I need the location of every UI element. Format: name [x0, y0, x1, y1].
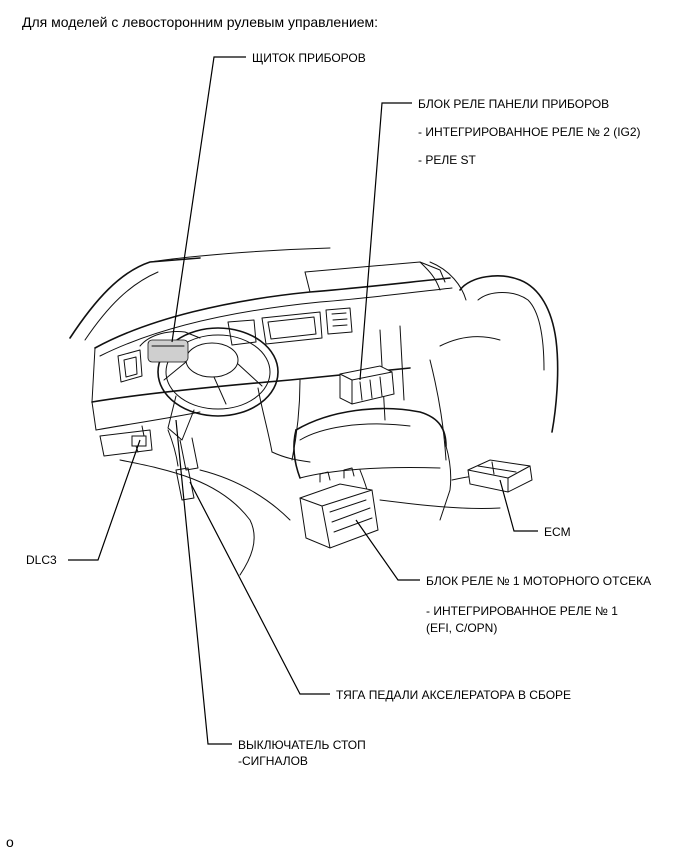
leader-combination-meter — [171, 56, 246, 343]
label-ip-relay-block: БЛОК РЕЛЕ ПАНЕЛИ ПРИБОРОВ — [418, 97, 610, 111]
dashboard-drawing — [69, 247, 559, 576]
label-engine-relay-block: БЛОК РЕЛЕ № 1 МОТОРНОГО ОТСЕКА — [426, 574, 652, 588]
leader-dlc3 — [68, 439, 141, 561]
label-stop-switch-line1: ВЫКЛЮЧАТЕЛЬ СТОП — [238, 738, 366, 752]
label-ip-relay-st: - РЕЛЕ ST — [418, 153, 476, 167]
leader-engine-relay — [355, 519, 420, 581]
label-engine-relay-detail: (EFI, C/OPN) — [426, 621, 498, 635]
label-combination-meter: ЩИТОК ПРИБОРОВ — [252, 51, 366, 65]
leader-stop-switch — [175, 419, 232, 745]
leader-accel-pedal — [189, 481, 330, 695]
label-engine-relay-integrated: - ИНТЕГРИРОВАННОЕ РЕЛЕ № 1 — [426, 604, 618, 618]
leader-ip-relay-block — [359, 102, 412, 381]
label-stop-switch-line2: -СИГНАЛОВ — [238, 754, 308, 768]
label-dlc3: DLC3 — [26, 553, 57, 567]
page-heading: Для моделей с левосторонним рулевым упра… — [22, 14, 379, 30]
leader-lines — [68, 56, 538, 745]
label-ecm: ECM — [544, 525, 571, 539]
label-accel-pedal: ТЯГА ПЕДАЛИ АКСЕЛЕРАТОРА В СБОРЕ — [336, 688, 572, 702]
label-ip-relay-ig2: - ИНТЕГРИРОВАННОЕ РЕЛЕ № 2 (IG2) — [418, 125, 641, 139]
leader-ecm — [499, 479, 538, 532]
footer-mark: o — [6, 834, 14, 850]
